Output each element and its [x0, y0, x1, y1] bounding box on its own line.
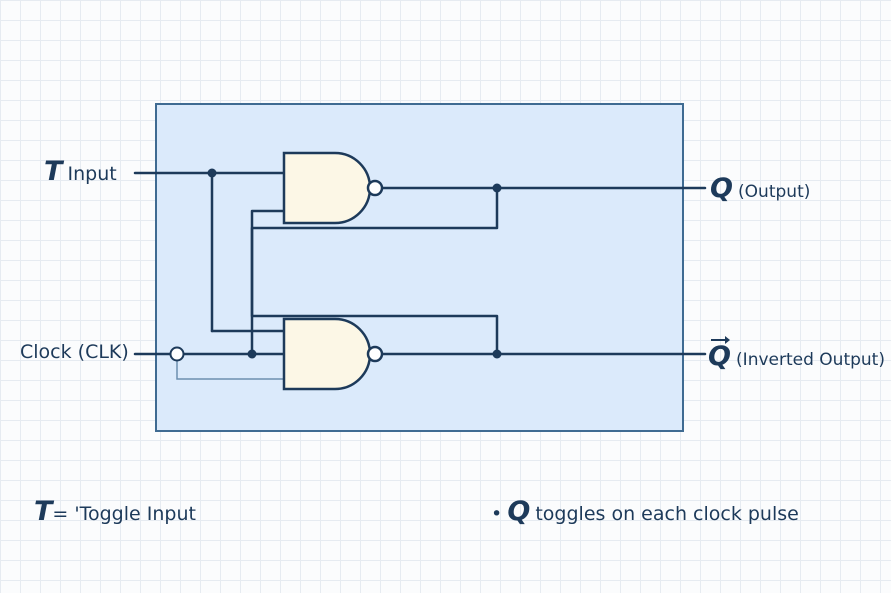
junction-dot: [492, 349, 502, 359]
t-definition-note: T= 'Toggle Input: [34, 498, 196, 525]
q-behavior-text: toggles on each clock pulse: [535, 503, 799, 525]
inversion-bubble-upper: [366, 179, 384, 197]
qbar-output-text: (Inverted Output): [736, 350, 885, 370]
inversion-bubble-lower: [366, 345, 384, 363]
circuit-panel: [155, 103, 684, 432]
q-symbol: Q: [710, 173, 733, 204]
clock-input-label: Clock (CLK): [20, 341, 129, 363]
wire-clock-loop: [176, 360, 284, 380]
q-note-symbol: Q: [507, 496, 531, 527]
nand-gate-upper: [282, 151, 372, 225]
bullet: •: [491, 503, 503, 525]
junction-dot: [247, 349, 257, 359]
q-behavior-note: • Q toggles on each clock pulse: [491, 498, 799, 525]
junction-dot: [207, 168, 217, 178]
wire-qbar-feedback: [250, 209, 499, 356]
t-input-text: Input: [67, 163, 117, 185]
junction-dot: [492, 183, 502, 193]
qbar-output-label: Q (Inverted Output): [708, 336, 885, 372]
t-definition-text: = 'Toggle Input: [52, 503, 196, 525]
t-symbol: T: [44, 156, 63, 187]
t-input-label: T Input: [44, 158, 117, 185]
q-output-label: Q (Output): [710, 175, 810, 202]
clock-inverter-bubble: [169, 346, 185, 362]
nand-gate-lower: [282, 317, 372, 391]
qbar-symbol: Q: [708, 336, 731, 372]
t-note-symbol: T: [34, 496, 53, 527]
q-output-text: (Output): [738, 182, 811, 202]
